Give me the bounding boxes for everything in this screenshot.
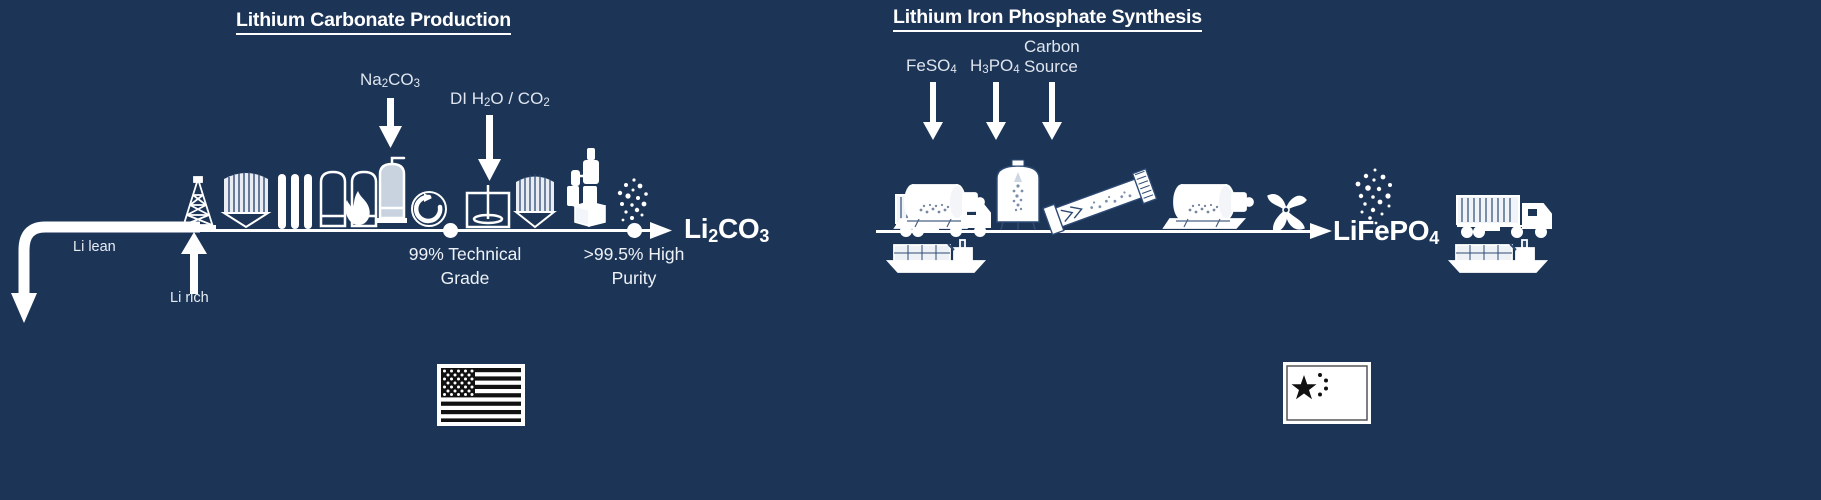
left-flow-line <box>200 229 658 232</box>
li-rich-arrow <box>181 232 207 294</box>
fan-icon <box>1267 194 1307 233</box>
stage-label-high-purity-line1: >99.5% High <box>583 244 685 264</box>
reagent-label-carbon-source-line1: Carbon <box>1024 37 1080 56</box>
right-flow-line <box>876 230 1318 233</box>
li-lean-recycle-pipe <box>11 221 200 323</box>
reagent-text-di-water-co2: DI H2O / CO2 <box>450 89 550 109</box>
powder-icon <box>617 178 648 222</box>
left-flow-arrowhead <box>650 222 672 239</box>
reagent-label-carbon-source-line2: Source <box>1024 57 1078 77</box>
right-flow-arrowhead <box>1310 223 1332 239</box>
stage-label-technical-grade: 99% Technical Grade <box>395 243 535 290</box>
cargo-ship-icon <box>1447 239 1549 273</box>
product-label-lifepo4: LiFePO4 <box>1333 215 1439 249</box>
flame-icon <box>345 191 370 225</box>
reagent-label-na2co3: Na2CO3 <box>360 70 420 92</box>
node-technical-grade <box>443 223 458 238</box>
china-flag <box>1283 362 1371 424</box>
powder-icon <box>1355 168 1392 225</box>
stage-label-technical-grade-line2: Grade <box>440 267 490 288</box>
reagent-text-na2co3: Na2CO3 <box>360 70 421 90</box>
di-water-co2-arrow <box>478 115 501 181</box>
mixing-tank-icon <box>465 185 511 229</box>
reagent-label-carbon-source: Carbon Source <box>1024 37 1080 77</box>
derrick-icon <box>180 176 216 229</box>
stage-label-technical-grade-line1: 99% Technical <box>408 244 522 264</box>
rotary-kiln-icon <box>1042 167 1158 236</box>
reagent-text-h3po4: H3PO4 <box>970 56 1020 76</box>
reagent-label-di-water-co2: DI H2O / CO2 <box>450 89 550 111</box>
reactor-vessel-icon <box>377 156 407 223</box>
reagent-label-h3po4: H3PO4 <box>970 56 1020 78</box>
silo-icon <box>220 172 272 229</box>
centrifuge-icon <box>411 191 447 227</box>
stage-label-high-purity-line2: Purity <box>611 267 657 288</box>
stage-label-high-purity: >99.5% High Purity <box>568 243 700 290</box>
product-text-lifepo4: LiFePO4 <box>1333 215 1439 248</box>
reagent-label-feso4: FeSO4 <box>906 56 957 78</box>
section-title-lithium-carbonate: Lithium Carbonate Production <box>236 9 511 36</box>
ball-mill-icon <box>1162 184 1254 229</box>
vertical-vessels-icon <box>278 174 312 229</box>
carbon-source-arrow <box>1042 82 1062 140</box>
ion-exchange-column-icon <box>513 174 557 229</box>
node-high-purity <box>627 223 642 238</box>
ball-mill-icon <box>893 184 985 229</box>
pipe-label-li-rich: Li rich <box>170 290 209 306</box>
h3po4-arrow <box>986 82 1006 140</box>
spray-dryer-tank-icon <box>996 159 1040 231</box>
na2co3-arrow <box>379 98 402 148</box>
feso4-arrow <box>923 82 943 140</box>
truck-icon <box>1456 195 1552 238</box>
product-text-li2co3: Li2CO3 <box>684 213 770 246</box>
reagent-text-feso4: FeSO4 <box>906 56 957 76</box>
pipe-label-li-lean: Li lean <box>73 239 116 255</box>
filtration-skid-icon <box>567 148 606 228</box>
united-states-flag <box>437 364 525 426</box>
product-label-li2co3: Li2CO3 <box>684 213 769 247</box>
cargo-ship-icon <box>885 239 987 273</box>
section-title-lfp-synthesis: Lithium Iron Phosphate Synthesis <box>893 6 1202 33</box>
